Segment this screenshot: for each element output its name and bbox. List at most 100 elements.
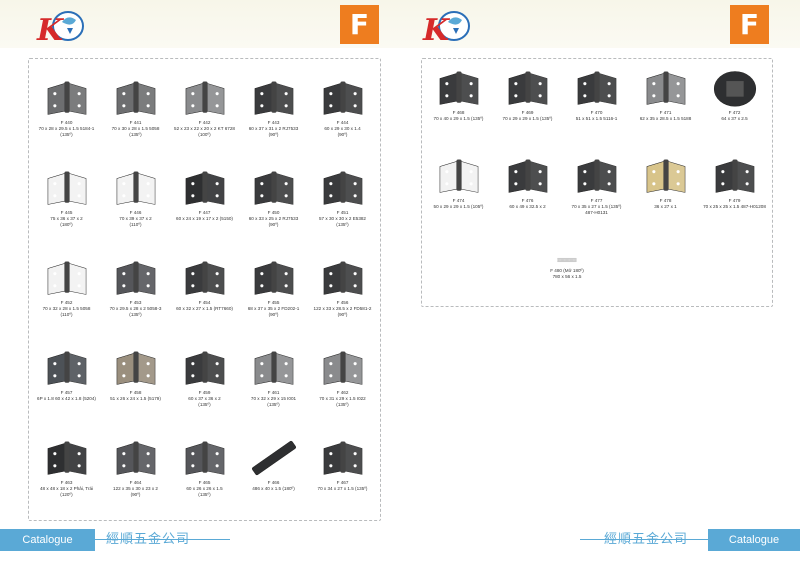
hinge-icon	[32, 346, 101, 390]
product-spec: 780 x 56 x 1.5	[552, 274, 582, 279]
product-spec: 122 x 33 x 28.5 x 2 FD581-2	[313, 306, 372, 311]
hinge-icon	[170, 346, 239, 390]
product-code: F 453	[129, 300, 142, 305]
product-code: F 472	[728, 110, 741, 115]
product-code: F 474	[452, 198, 465, 203]
product-code: F 467	[336, 480, 349, 485]
hinge-icon	[424, 66, 493, 110]
hinge-icon	[424, 154, 493, 198]
product-spec: 51 x 51 x 1.5 5116-1	[575, 116, 618, 121]
hinge-icon	[101, 346, 170, 390]
hinge-icon	[32, 256, 101, 300]
product-spec: 70 x 30 x 28 x 1.5 5058	[111, 126, 160, 131]
product-spec: 60 x 37 x 36 x 2	[188, 396, 221, 401]
product-angle: (135º)	[60, 132, 73, 137]
product-code: F 466	[267, 480, 280, 485]
hinge-icon	[239, 436, 308, 480]
product-angle: (120º)	[60, 492, 73, 497]
product-angle: (100º)	[198, 132, 211, 137]
product-spec: 75 x 36 x 37 x 2	[50, 216, 83, 221]
product-code: F 455	[267, 300, 280, 305]
footer-brand: 經順五金公司	[106, 532, 191, 547]
product-spec: 50 x 29 x 29 x 1.5 (105º)	[433, 204, 484, 209]
product-code: F 470	[590, 110, 603, 115]
product-code: F 442	[198, 120, 211, 125]
hinge-icon	[562, 66, 631, 110]
product-item: F 480 (Mở 180º)780 x 56 x 1.5	[436, 252, 698, 280]
hinge-icon	[700, 66, 769, 110]
product-code: F 445	[60, 210, 73, 215]
product-spec: 57 x 30 x 30 x 2 E5382	[319, 216, 366, 221]
hinge-icon	[170, 256, 239, 300]
product-angle: (90º)	[130, 492, 141, 497]
product-spec: 60 x 26 x 26 x 1.5	[186, 486, 223, 491]
product-spec: 70 x 39 x 37 x 2	[119, 216, 152, 221]
hinge-icon	[308, 76, 377, 120]
product-code: F 454	[198, 300, 211, 305]
product-spec: 70 x 32 x 28 x 1.5 5058	[42, 306, 91, 311]
section-badge: F	[730, 5, 769, 44]
k-logo-icon: K	[34, 8, 86, 48]
product-spec: 68 x 37 x 35 x 2 FD202-1	[247, 306, 300, 311]
hinge-icon	[170, 436, 239, 480]
product-angle: (90º)	[337, 132, 348, 137]
product-spec: 60 x 37 x 31 x 2 RJ7533	[248, 126, 299, 131]
product-spec: 70 x 25 x 25 x 1.5 487-H01208	[703, 204, 766, 209]
hinge-icon	[436, 252, 698, 268]
product-angle: (135º)	[198, 492, 211, 497]
product-spec: 70 x 29 x 29 x 1.5 (135º)	[502, 116, 553, 121]
product-spec: 70 x 34 x 27 x 1.5 (135º)	[317, 486, 368, 491]
product-code: F 450	[267, 210, 280, 215]
hinge-icon	[700, 154, 769, 198]
product-code: F 459	[198, 390, 211, 395]
product-spec: 6P x 1.8 60 x 42 x 1.8 (5204)	[37, 396, 96, 401]
hinge-icon	[308, 256, 377, 300]
hinge-icon	[631, 66, 700, 110]
product-spec: 70 x 31 x 29 x 1.5 I022	[319, 396, 366, 401]
product-angle: (90º)	[337, 312, 348, 317]
product-spec: 60 x 24 x 19 x 17 x 2 (5150)	[176, 216, 233, 221]
hinge-icon	[308, 346, 377, 390]
product-spec: 60 x 29 x 30 x 1.4	[324, 126, 361, 131]
product-code: F 447	[198, 210, 211, 215]
product-code: F 451	[336, 210, 349, 215]
product-code: F 477	[590, 198, 603, 203]
hinge-icon	[239, 76, 308, 120]
product-code: F 478	[659, 198, 672, 203]
hinge-icon	[239, 346, 308, 390]
footer-catalogue: Catalogue	[0, 529, 95, 551]
product-spec: 70 x 29.5 x 28 x 2 5058-3	[109, 306, 162, 311]
svg-text:K: K	[36, 13, 65, 46]
hinge-icon	[493, 66, 562, 110]
product-spec: 70 x 28 x 29.5 x 1.5 5184-1	[38, 126, 95, 131]
product-code: F 468	[452, 110, 465, 115]
product-code: F 471	[659, 110, 672, 115]
hinge-icon	[32, 166, 101, 210]
hinge-icon	[170, 76, 239, 120]
product-angle: (110º)	[129, 222, 142, 227]
product-angle: (90º)	[268, 132, 279, 137]
hinge-icon	[170, 166, 239, 210]
product-angle: (135º)	[336, 402, 349, 407]
product-angle: (90º)	[268, 312, 279, 317]
product-spec: 36 x 27 x 1	[654, 204, 677, 209]
hinge-icon	[631, 154, 700, 198]
product-code: F 469	[521, 110, 534, 115]
product-code: F 444	[336, 120, 349, 125]
